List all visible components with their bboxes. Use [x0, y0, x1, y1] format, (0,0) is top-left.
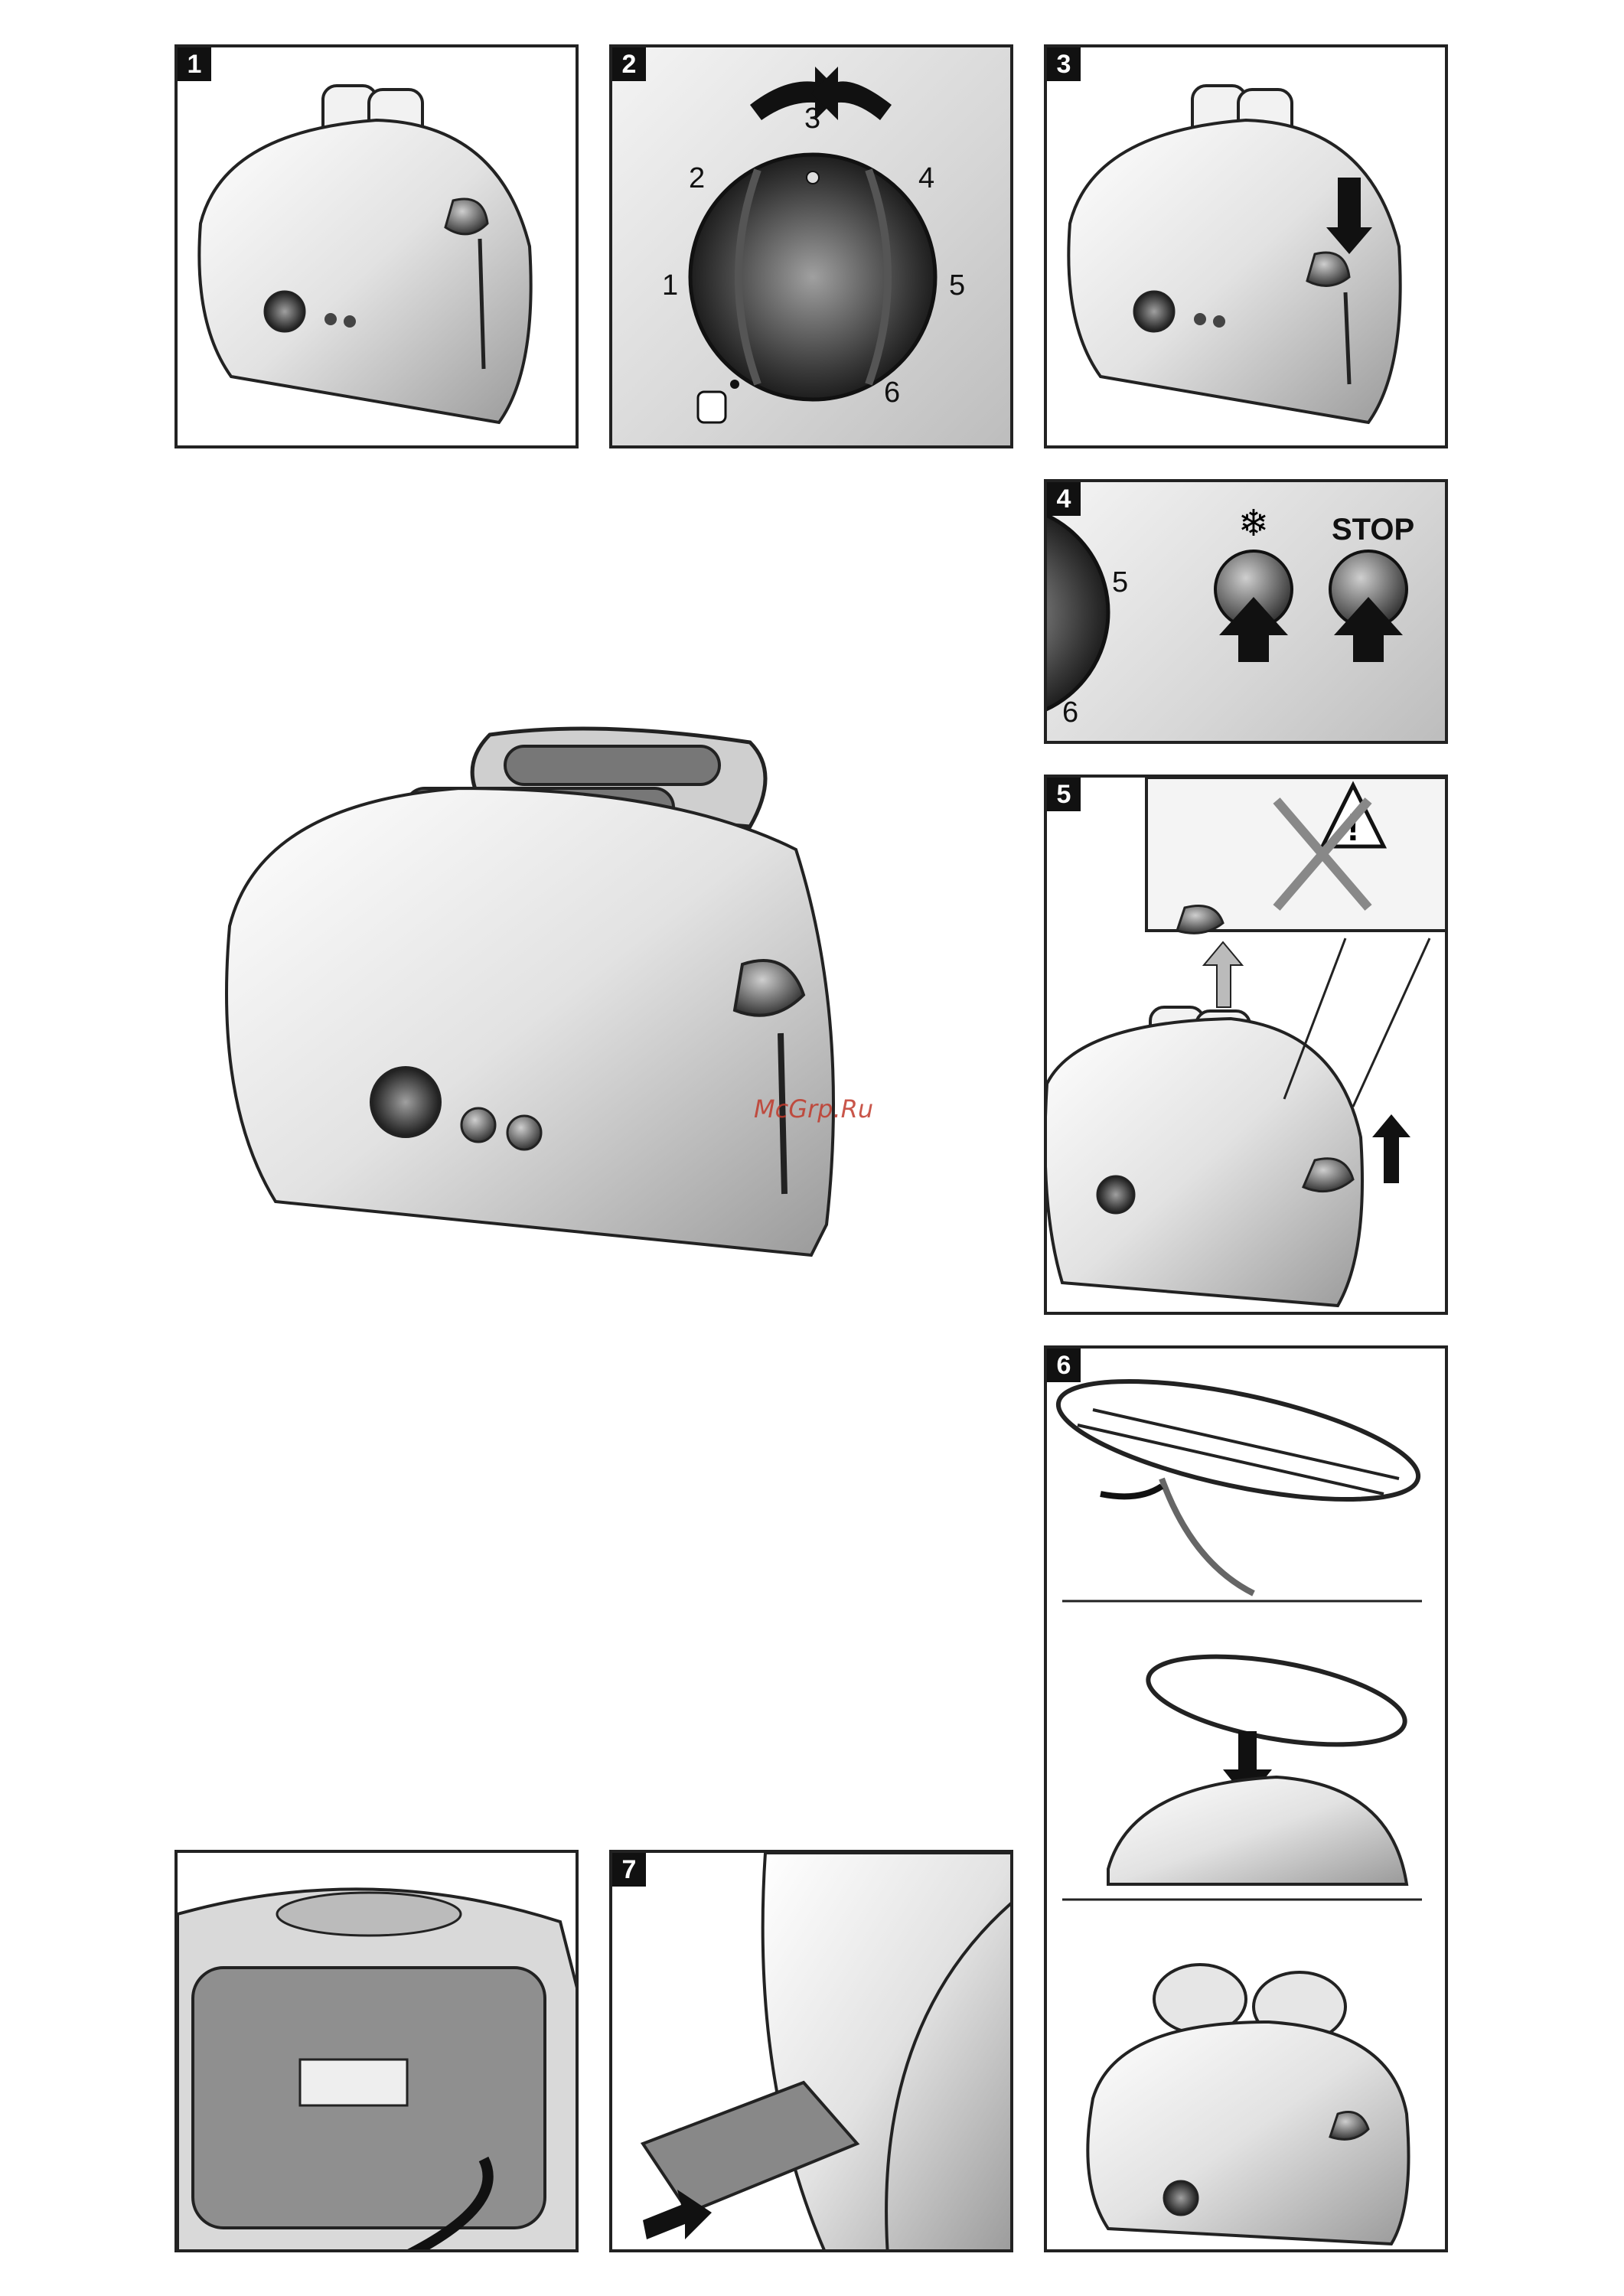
panel-number-badge: 7 [612, 1853, 646, 1887]
defrost-toast-icon [696, 390, 727, 424]
panel-1: 1 [174, 44, 579, 448]
dial-label: 6 [884, 377, 901, 409]
browning-dial-illustration [688, 67, 938, 424]
rotate-arrow-icon [1100, 1483, 1164, 1500]
panel-number-badge: 6 [1047, 1349, 1081, 1382]
panel-number-badge: 5 [1047, 778, 1081, 811]
rotate-left-arrow-icon [750, 67, 842, 120]
lift-lever-warning-illustration: ! [1047, 778, 1445, 1308]
crumb-tray-icon [640, 2080, 860, 2215]
fold-arrow-icon [1159, 1477, 1255, 1596]
dial-label: 6 [1062, 696, 1079, 729]
panel-number-badge: 4 [1047, 482, 1081, 516]
snowflake-icon: ❄ [1238, 502, 1269, 545]
dial-label: 5 [1112, 566, 1129, 598]
push-up-arrow-icon [1219, 597, 1288, 662]
panel-number-badge: 3 [1047, 47, 1081, 81]
dial-label: 5 [949, 269, 966, 302]
push-up-arrow-icon [1334, 597, 1403, 662]
pull-out-arrow-icon [643, 2190, 712, 2239]
dial-label: 3 [804, 103, 821, 135]
toaster-lever-press-illustration [1067, 84, 1402, 425]
panel-number-badge: 1 [178, 47, 211, 81]
dial-label: 1 [662, 269, 679, 302]
panel-2-browning-dial: 2 3 2 4 1 5 6 [609, 44, 1013, 448]
toaster-overview-illustration [225, 726, 835, 1257]
toaster-underside-illustration [178, 1887, 576, 2249]
panel-number-badge: 2 [612, 47, 646, 81]
toaster-with-bread-illustration [197, 84, 533, 425]
press-down-arrow-icon [1326, 178, 1372, 254]
bun-warmer-attachment-illustration [1055, 1378, 1422, 2246]
lift-up-arrow-icon [1202, 941, 1244, 1008]
panel-5-lift-lever: 5 ! [1044, 775, 1448, 1315]
panel-4-buttons: 4 ❄ STOP 5 6 [1044, 479, 1448, 744]
stop-label: STOP [1332, 513, 1415, 546]
panel-3: 3 [1044, 44, 1448, 448]
defrost-stop-buttons-illustration: ❄ [1047, 502, 1408, 712]
crumb-tray-removal-illustration [640, 1853, 1010, 2249]
panel-underside-cord-storage [174, 1850, 579, 2252]
browning-knob-icon [688, 152, 938, 402]
panel-7-crumb-tray: 7 [609, 1850, 1013, 2252]
panel-6-bun-warmer: 6 [1044, 1345, 1448, 2252]
watermark: McGrp.Ru [754, 1094, 874, 1124]
dial-label: 2 [689, 162, 706, 194]
power-cord-icon [407, 2156, 494, 2249]
lift-up-arrow-icon [1372, 1114, 1410, 1183]
rotate-right-arrow-icon [811, 67, 892, 120]
dial-label: 4 [918, 162, 935, 194]
